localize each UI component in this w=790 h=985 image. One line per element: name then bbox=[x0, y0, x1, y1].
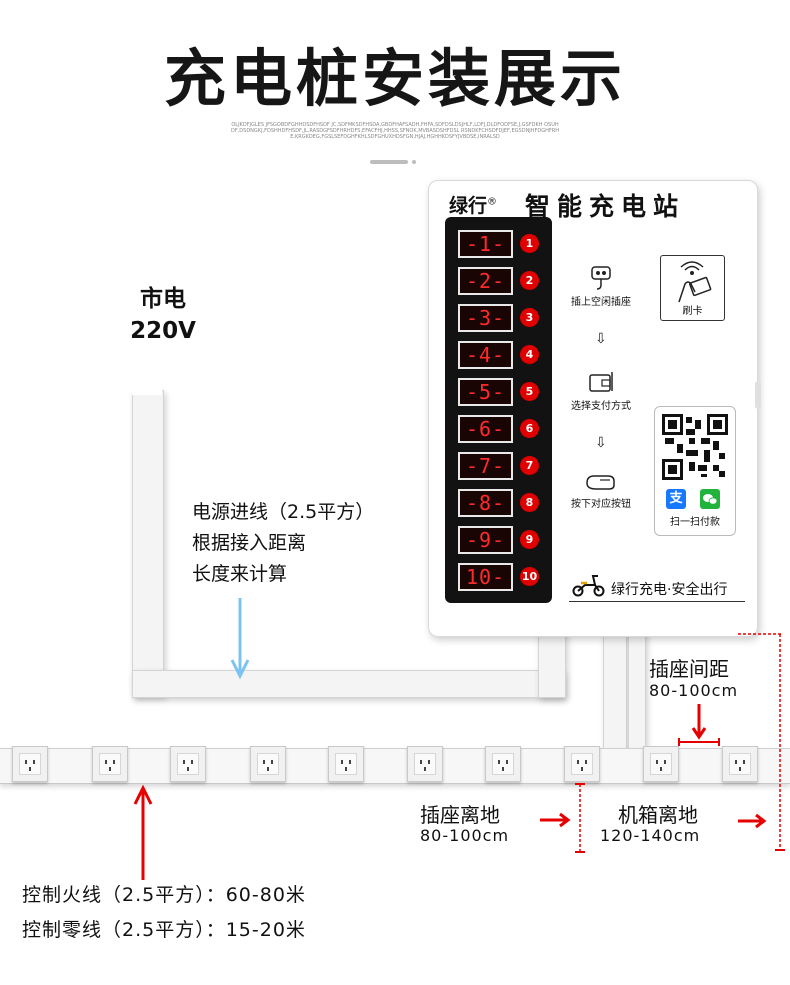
page-title: 充电桩安装展示 bbox=[163, 42, 626, 115]
outlet-height-value: 80-100cm bbox=[420, 826, 510, 845]
step-plug-in: 插上空闲插座 bbox=[551, 265, 651, 308]
slot-display: -8- bbox=[458, 489, 513, 517]
slot-display: -2- bbox=[458, 267, 513, 295]
vertical-conduit-left bbox=[132, 390, 164, 696]
outlet bbox=[170, 746, 206, 782]
arrow-down-icon: ⇩ bbox=[595, 331, 607, 347]
outlet bbox=[722, 746, 758, 782]
cabinet-height-marker-icon bbox=[738, 633, 785, 851]
station-name: 智能充电站 bbox=[525, 192, 686, 221]
feed-note-line: 长度来计算 bbox=[192, 563, 288, 585]
cabinet-height-value: 120-140cm bbox=[600, 826, 701, 845]
station-side-latch bbox=[755, 381, 761, 409]
feed-down-arrow-icon bbox=[230, 598, 250, 680]
outlet bbox=[643, 746, 679, 782]
slot-number-badge: 10 bbox=[520, 567, 539, 586]
outlet bbox=[564, 746, 600, 782]
slot-display: -1- bbox=[458, 230, 513, 258]
divider-dot bbox=[412, 160, 416, 164]
outlet-spacing-marker-icon bbox=[678, 704, 720, 746]
wiring-up-arrow-icon bbox=[133, 784, 153, 880]
plug-icon bbox=[591, 266, 611, 290]
mains-voltage: 220V bbox=[130, 318, 196, 344]
feed-note: 电源进线（2.5平方） 根据接入距离 长度来计算 bbox=[192, 497, 374, 590]
card-label: 刷卡 bbox=[682, 306, 703, 317]
brand-name: 绿行® bbox=[449, 195, 498, 217]
slot-number-badge: 3 bbox=[520, 308, 539, 327]
wallet-icon bbox=[589, 372, 613, 392]
mains-label: 市电 220V bbox=[118, 283, 208, 347]
scooter-icon bbox=[572, 575, 605, 597]
horizontal-conduit bbox=[132, 670, 564, 698]
slot-number-badge: 6 bbox=[520, 419, 539, 438]
slot-display: -9- bbox=[458, 526, 513, 554]
slot-display: -7- bbox=[458, 452, 513, 480]
outlet bbox=[250, 746, 286, 782]
slot-display: -4- bbox=[458, 341, 513, 369]
mains-name: 市电 bbox=[140, 286, 186, 312]
alipay-icon: 支 bbox=[666, 489, 686, 509]
card-swipe-icon bbox=[678, 261, 712, 303]
hand-press-icon bbox=[586, 475, 615, 490]
slot-number-badge: 4 bbox=[520, 345, 539, 364]
slot-number-badge: 1 bbox=[520, 234, 539, 253]
slot-number-badge: 7 bbox=[520, 456, 539, 475]
outlet bbox=[328, 746, 364, 782]
slot-number-badge: 2 bbox=[520, 271, 539, 290]
outlet bbox=[12, 746, 48, 782]
slogan-underline bbox=[569, 601, 745, 602]
step-choose-payment: 选择支付方式 bbox=[551, 369, 651, 412]
registered-mark: ® bbox=[487, 196, 498, 208]
slot-display-panel: -1- 1 -2- 2 -3- 3 -4- 4 -5- 5 -6- 6 -7- … bbox=[445, 217, 552, 603]
outlet-height-label: 插座离地 bbox=[420, 803, 500, 827]
card-reader: 刷卡 bbox=[660, 255, 725, 321]
step-label: 按下对应按钮 bbox=[571, 499, 631, 510]
outlet bbox=[485, 746, 521, 782]
outlet bbox=[92, 746, 128, 782]
outlet-height-marker-icon bbox=[540, 783, 585, 853]
qr-code-icon bbox=[662, 414, 728, 480]
cabinet-height-label: 机箱离地 bbox=[618, 803, 698, 827]
arrow-down-icon: ⇩ bbox=[595, 435, 607, 451]
live-wire-note: 控制火线（2.5平方）：60-80米 bbox=[22, 884, 306, 906]
wechat-pay-icon bbox=[700, 489, 720, 509]
outlet-spacing-value: 80-100cm bbox=[649, 681, 739, 700]
slot-number-badge: 8 bbox=[520, 493, 539, 512]
charging-station: 绿行® 智能充电站 -1- 1 -2- 2 -3- 3 -4- 4 -5- 5 … bbox=[428, 180, 761, 637]
divider-dash bbox=[370, 160, 408, 164]
step-press-button: 按下对应按钮 bbox=[551, 471, 651, 510]
scan-to-pay-label: 扫一扫付款 bbox=[670, 517, 720, 528]
slot-display: -5- bbox=[458, 378, 513, 406]
feed-note-line: 根据接入距离 bbox=[192, 532, 307, 554]
slot-display: 10- bbox=[458, 563, 513, 591]
neutral-wire-note: 控制零线（2.5平方）：15-20米 bbox=[22, 919, 306, 941]
step-label: 选择支付方式 bbox=[571, 401, 631, 412]
slot-number-badge: 5 bbox=[520, 382, 539, 401]
fineprint-text: OLJKDFJGLES JFSGOBDFGHHDSDFHSDF JC,SDFMK… bbox=[230, 122, 560, 140]
slot-number-badge: 9 bbox=[520, 530, 539, 549]
feed-note-line: 电源进线（2.5平方） bbox=[192, 501, 375, 523]
slot-display: -6- bbox=[458, 415, 513, 443]
outlet-spacing-label: 插座间距 bbox=[649, 657, 729, 681]
step-label: 插上空闲插座 bbox=[571, 297, 631, 308]
outlet bbox=[407, 746, 443, 782]
slogan: 绿行充电·安全出行 bbox=[611, 582, 728, 598]
slot-display: -3- bbox=[458, 304, 513, 332]
qr-payment: 支 扫一扫付款 bbox=[654, 406, 736, 536]
conduit-cap bbox=[132, 385, 162, 395]
